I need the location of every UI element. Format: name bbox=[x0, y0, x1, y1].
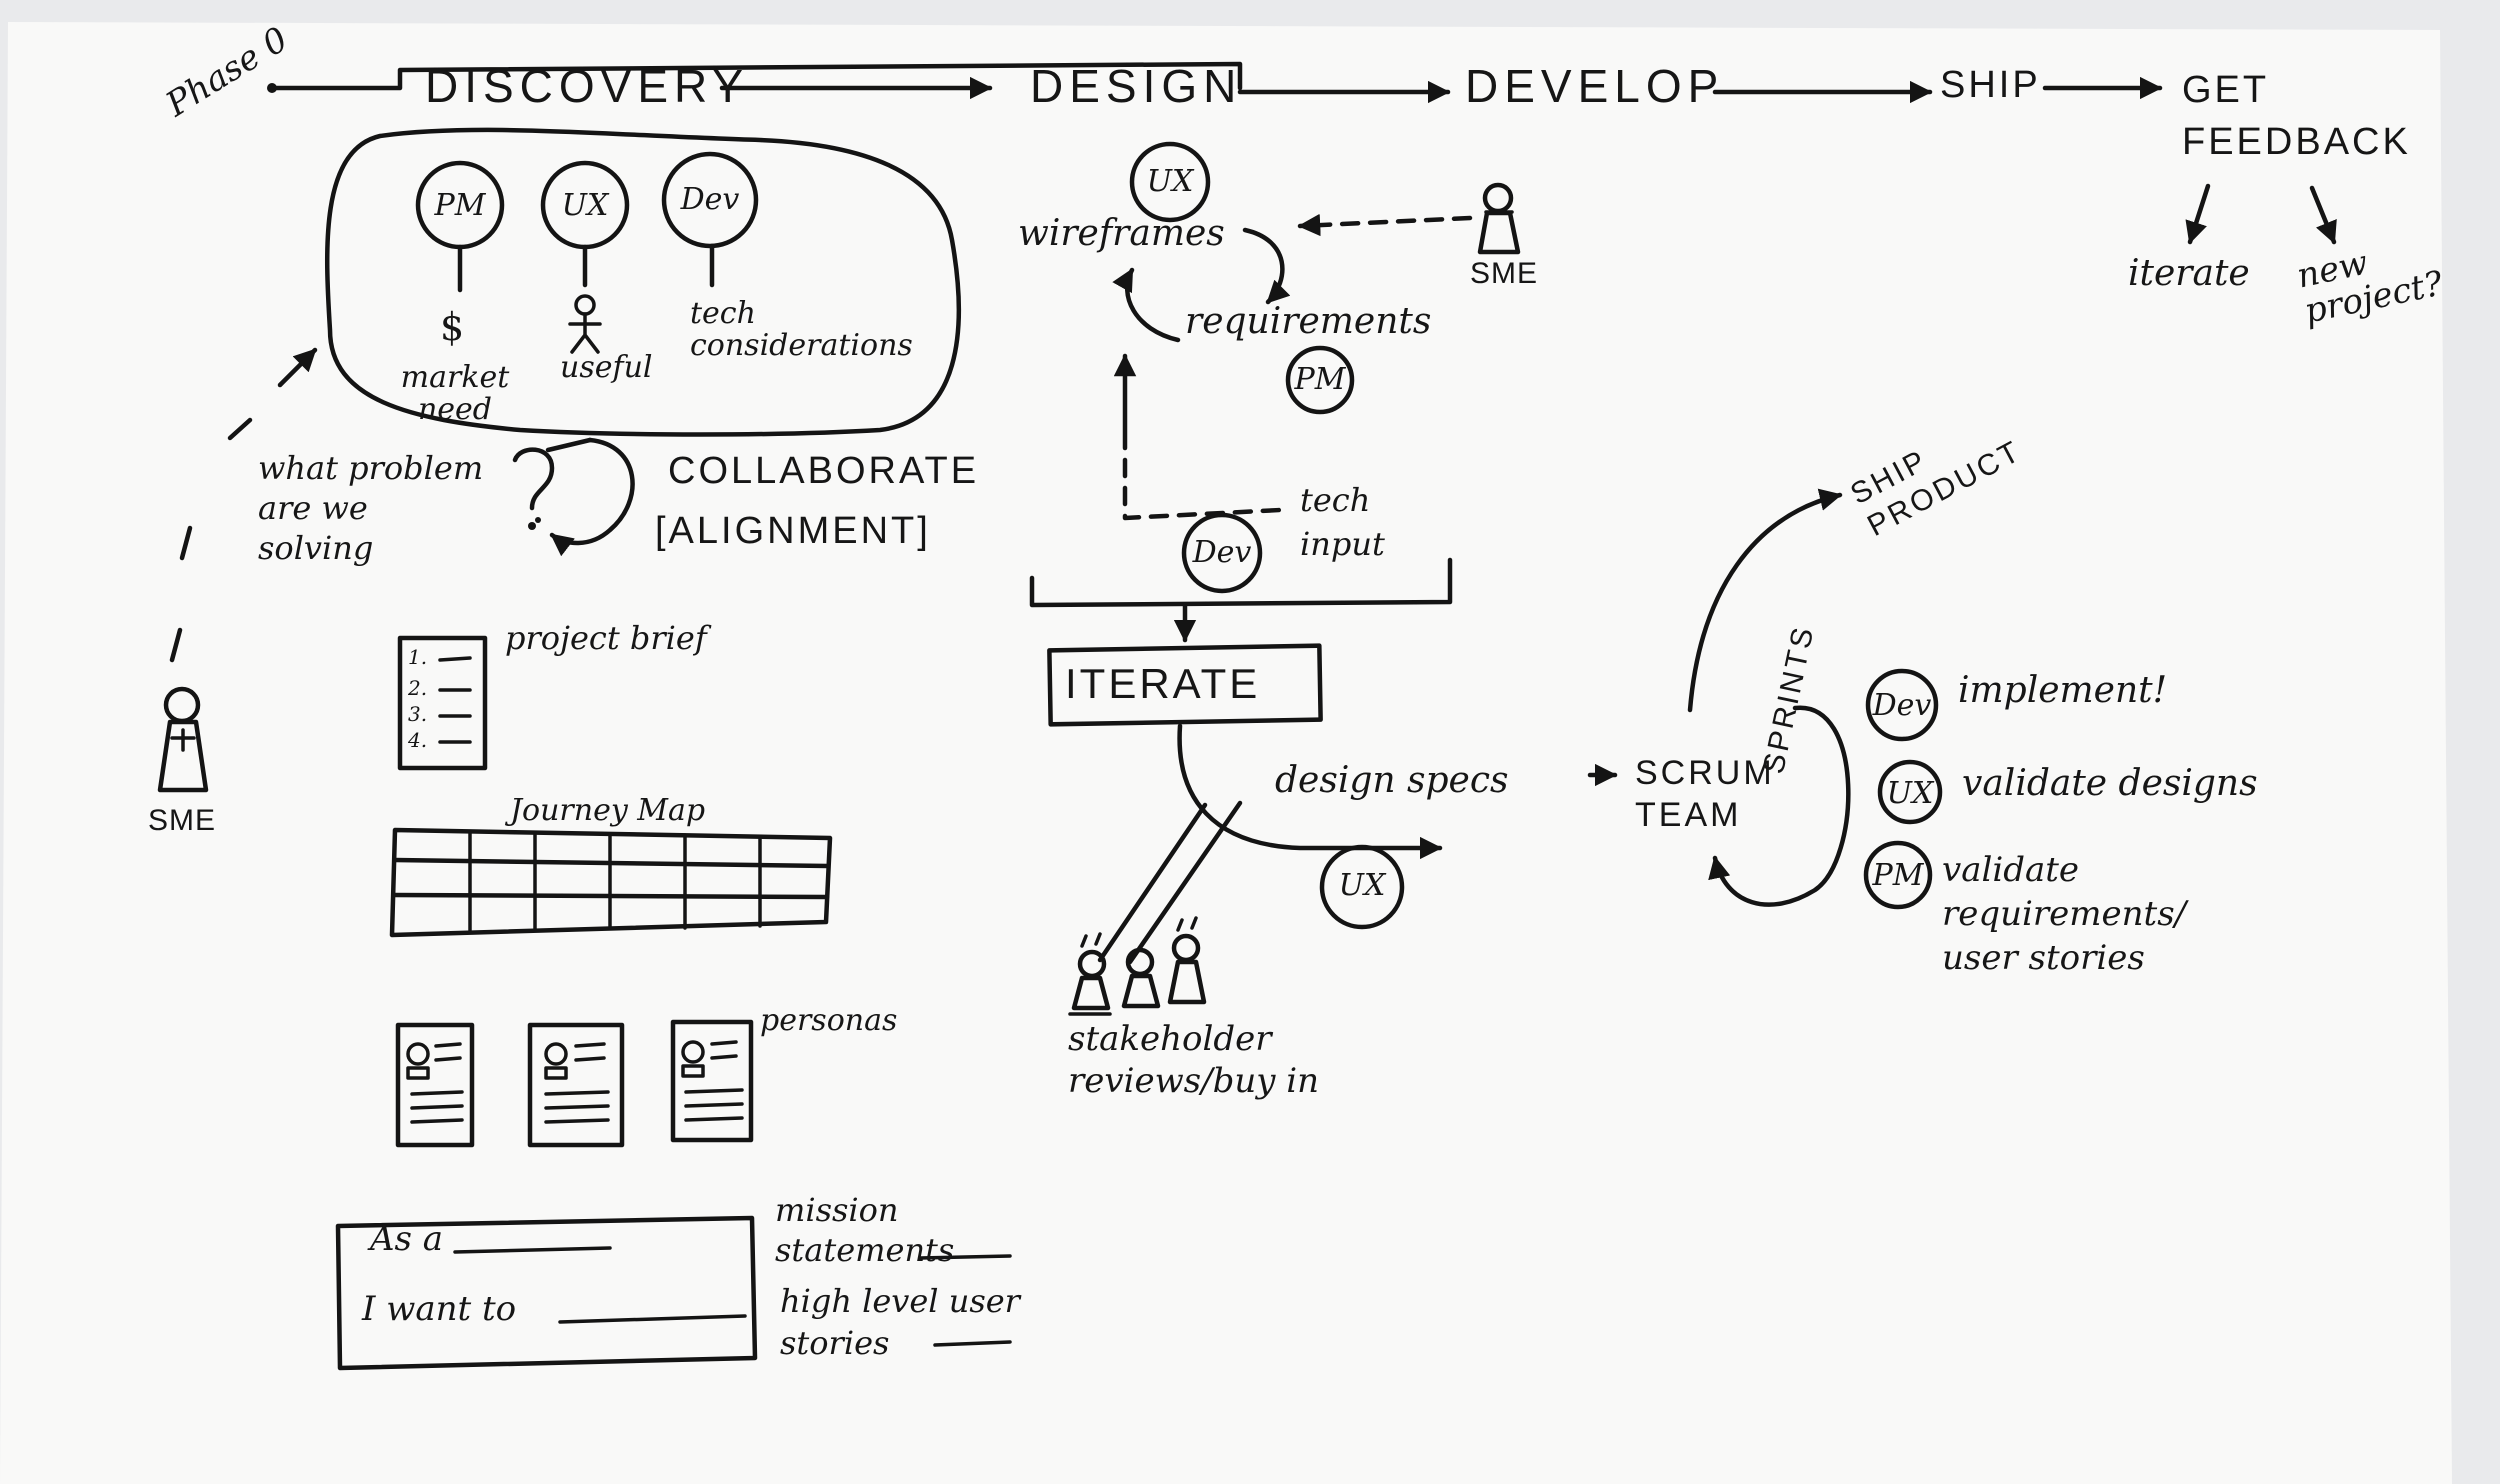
user-stories-label: high level user stories bbox=[780, 1282, 1020, 1362]
story-as-a: As a bbox=[370, 1219, 444, 1259]
develop-pm-circle: PM bbox=[1872, 858, 1924, 893]
collaborate-label: COLLABORATE bbox=[668, 450, 980, 492]
phase-get-feedback: GET FEEDBACK bbox=[2182, 69, 2411, 163]
phase-develop: DEVELOP bbox=[1465, 60, 1725, 112]
design-dev-circle: Dev bbox=[1192, 535, 1252, 570]
phase-discovery: DISCOVERY bbox=[425, 60, 750, 112]
validate-designs-label: validate designs bbox=[1962, 763, 2258, 804]
discovery-role-ux: UX bbox=[561, 188, 609, 223]
phase-ship: SHIP bbox=[1940, 64, 2041, 106]
scrum-sprints bbox=[1687, 488, 1943, 910]
design-cycle bbox=[1029, 141, 1473, 727]
tech-input-label: tech input bbox=[1300, 481, 1385, 563]
output-tech-considerations: tech considerations bbox=[690, 296, 913, 363]
feedback-iterate: iterate bbox=[2128, 253, 2250, 294]
design-ux-circle: UX bbox=[1146, 164, 1194, 199]
implement-label: implement! bbox=[1958, 670, 2168, 711]
output-money: $ bbox=[440, 305, 465, 349]
sme-figure-design bbox=[1477, 182, 1521, 255]
project-brief-doc bbox=[397, 635, 488, 771]
iterate-box-label: ITERATE bbox=[1065, 660, 1261, 707]
alignment-label: [ALIGNMENT] bbox=[655, 510, 931, 552]
project-brief-label: project brief bbox=[505, 619, 707, 657]
brief-item-2: 2. bbox=[408, 676, 428, 700]
design-specs-label: design specs bbox=[1275, 760, 1509, 801]
develop-dev-circle: Dev bbox=[1872, 688, 1932, 723]
design-pm-circle: PM bbox=[1294, 362, 1346, 397]
mission-statements-label: mission statements bbox=[775, 1191, 955, 1269]
develop-ux-circle: UX bbox=[1886, 776, 1934, 811]
persona-cards bbox=[395, 1019, 754, 1148]
journey-map-label: Journey Map bbox=[510, 793, 706, 828]
sme-figure-left bbox=[157, 525, 209, 793]
journey-map-grid bbox=[389, 827, 833, 938]
phase-design: DESIGN bbox=[1030, 60, 1243, 112]
story-i-want-to: I want to bbox=[362, 1289, 517, 1329]
stakeholder-label: stakeholder reviews/buy in bbox=[1068, 1019, 1320, 1101]
scrum-team-label: SCRUM TEAM bbox=[1635, 754, 1775, 834]
wireframes-label: wireframes bbox=[1018, 213, 1225, 254]
personas-label: personas bbox=[760, 1003, 898, 1038]
discovery-role-dev: Dev bbox=[680, 182, 740, 217]
brief-item-1: 1. bbox=[408, 645, 428, 669]
question-text: what problem are we solving bbox=[258, 449, 484, 567]
discovery-collaboration-blob bbox=[227, 127, 961, 557]
requirements-label: requirements bbox=[1185, 301, 1432, 342]
phase-timeline bbox=[267, 61, 2337, 245]
brief-item-4: 4. bbox=[408, 728, 428, 752]
stakeholder-figures bbox=[1068, 916, 1207, 1016]
brief-item-3: 3. bbox=[408, 702, 428, 726]
iterate-flow bbox=[1097, 723, 1618, 965]
sme-label-left: SME bbox=[148, 804, 217, 837]
output-market-need: market need bbox=[400, 360, 510, 427]
sme-label-design: SME bbox=[1470, 257, 1539, 290]
output-useful: useful bbox=[560, 350, 653, 385]
discovery-role-pm: PM bbox=[434, 188, 486, 223]
design-ux2-circle: UX bbox=[1338, 868, 1386, 903]
validate-requirements-label: validate requirements/ user stories bbox=[1942, 850, 2187, 978]
user-story-box bbox=[335, 1215, 1012, 1371]
paper-sheet bbox=[0, 22, 2452, 1484]
